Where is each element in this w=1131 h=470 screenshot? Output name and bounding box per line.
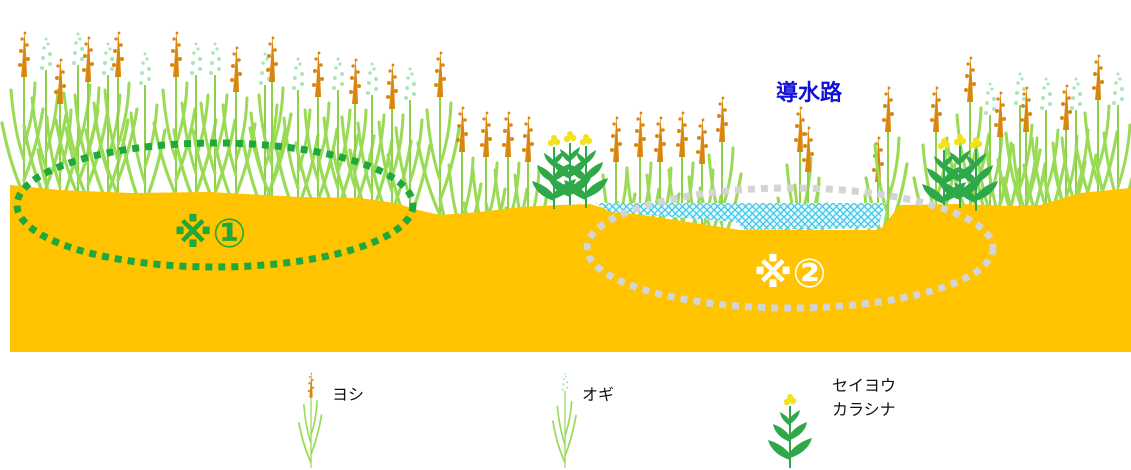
wheat-plant-icon — [552, 372, 577, 469]
zone1-outline — [13, 139, 417, 271]
legend: ヨシ オギ セイヨウ カラシナ — [298, 370, 896, 469]
zone2-label: ※② — [754, 251, 827, 297]
water-channel — [595, 203, 885, 230]
soil-cross-section — [10, 185, 1131, 352]
legend-wheat: オギ — [552, 372, 614, 469]
zone2-outline — [583, 184, 997, 312]
legend-mustard-label-line2: カラシナ — [832, 400, 896, 419]
legend-reed-label: ヨシ — [332, 385, 364, 404]
legend-mustard-label-line1: セイヨウ — [832, 376, 896, 395]
zone1-label: ※① — [174, 211, 247, 257]
reed-plant-icon — [298, 370, 323, 469]
channel-label: 導水路 — [776, 80, 843, 106]
legend-mustard: セイヨウ カラシナ — [767, 376, 896, 469]
legend-reed: ヨシ — [298, 370, 364, 469]
mustard-plant-icon — [767, 393, 813, 469]
mustard-cluster-left — [532, 131, 608, 209]
legend-wheat-label: オギ — [582, 385, 614, 404]
